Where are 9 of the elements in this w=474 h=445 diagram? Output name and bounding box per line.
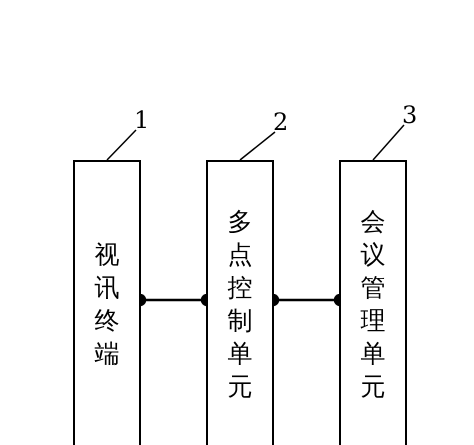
callout-number: 2 bbox=[273, 110, 288, 134]
leader-line bbox=[106, 129, 137, 161]
callout-number: 1 bbox=[134, 108, 150, 132]
unit-box: 会议管理单元 bbox=[339, 160, 407, 445]
leader-line bbox=[372, 124, 405, 160]
leader-line bbox=[240, 131, 276, 161]
unit-box: 多点控制单元 bbox=[206, 160, 274, 445]
unit-box: 视讯终端 bbox=[73, 160, 141, 445]
callout-number: 3 bbox=[402, 103, 418, 127]
